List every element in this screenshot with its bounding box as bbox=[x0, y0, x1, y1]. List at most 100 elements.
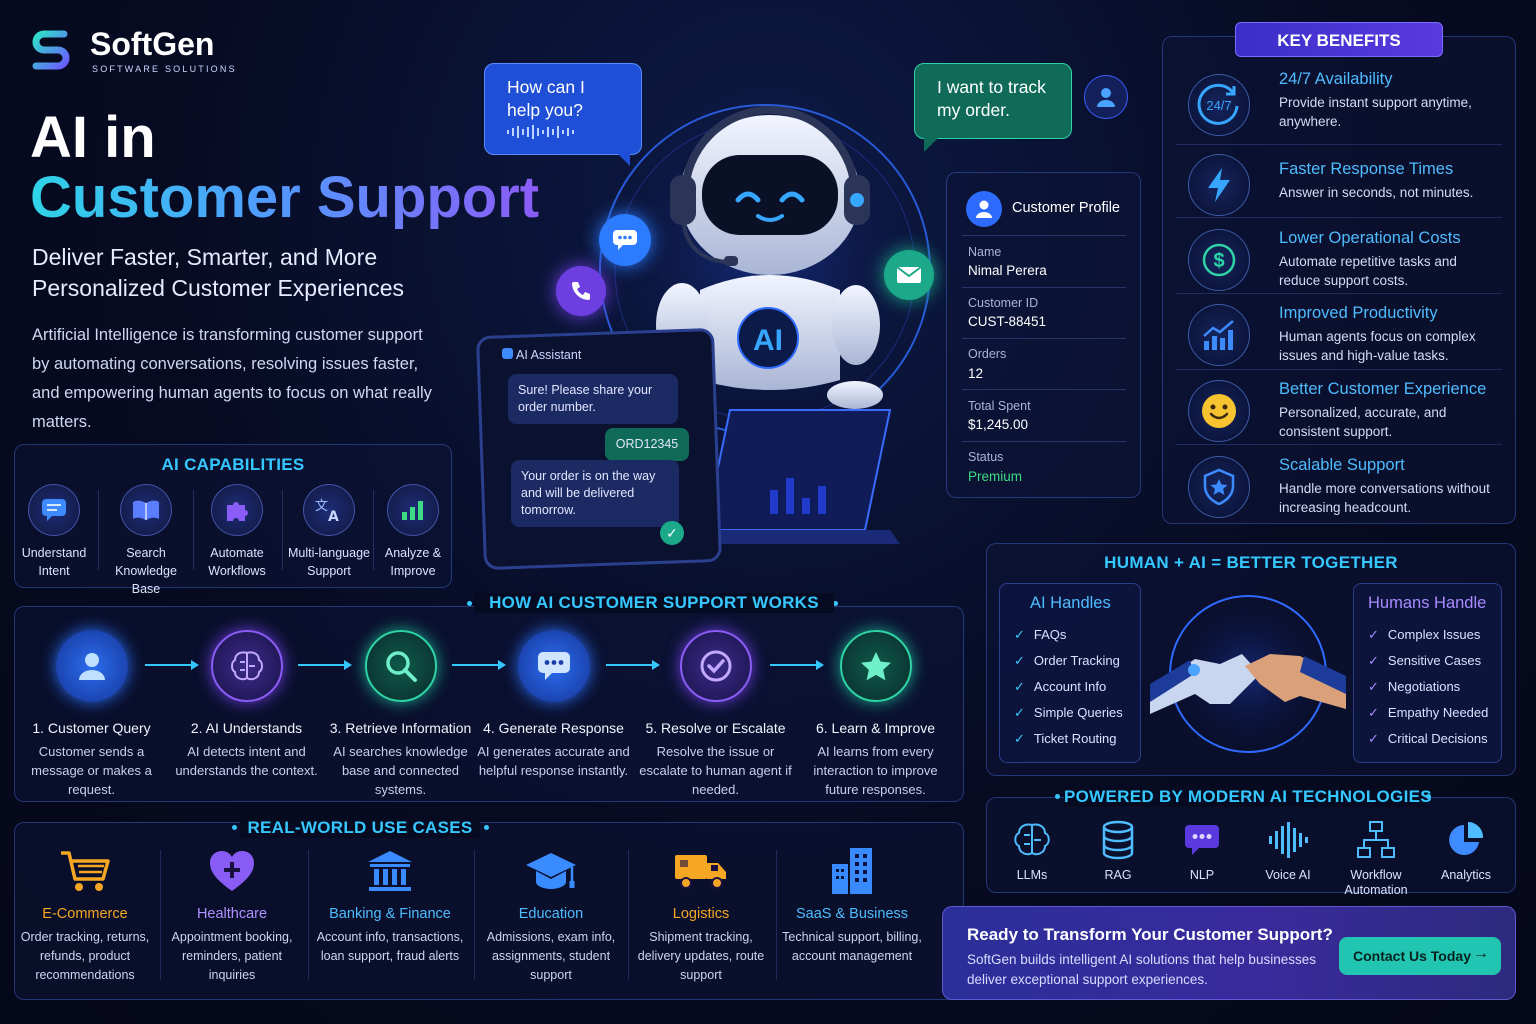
capabilities-title: AI CAPABILITIES bbox=[161, 455, 305, 474]
benefit-title: Lower Operational Costs bbox=[1279, 229, 1461, 247]
benefit-desc: Provide instant support anytime, anywher… bbox=[1279, 95, 1472, 129]
benefit-title: Improved Productivity bbox=[1279, 304, 1438, 322]
capability-label: Understand Intent bbox=[21, 546, 87, 578]
use-case-title: Healthcare bbox=[196, 906, 268, 922]
profile-field-label: Name bbox=[968, 245, 1002, 259]
use-case-desc: Appointment booking, reminders, patient … bbox=[171, 930, 293, 982]
humans-handle-title: Humans Handle bbox=[1368, 594, 1487, 612]
waveform-icon bbox=[1250, 818, 1326, 862]
softgen-logo-icon bbox=[32, 30, 70, 70]
arrow-right-icon: → bbox=[1473, 945, 1489, 962]
profile-field-value: CUST-88451 bbox=[968, 314, 1047, 329]
brain-icon bbox=[210, 630, 283, 702]
workflow-icon bbox=[1338, 818, 1414, 862]
benefit-desc: Automate repetitive tasks and reduce sup… bbox=[1279, 254, 1457, 288]
growth-chart-icon bbox=[1188, 304, 1250, 366]
contact-us-button[interactable]: Contact Us Today → bbox=[1339, 937, 1501, 975]
dollar-icon: $ bbox=[1188, 229, 1250, 291]
step-desc: AI learns from every interaction to impr… bbox=[813, 744, 938, 797]
decor-dot bbox=[833, 601, 838, 606]
greeting-bubble: How can I help you? bbox=[484, 63, 642, 155]
arrow-icon bbox=[606, 660, 660, 670]
lightning-icon bbox=[1188, 154, 1250, 216]
hero-subheadline: Deliver Faster, Smarter, and More Person… bbox=[32, 244, 405, 301]
benefit-scalable-support: Scalable Support Handle more conversatio… bbox=[1176, 448, 1502, 520]
divider bbox=[962, 389, 1126, 390]
bubble-tail bbox=[924, 136, 940, 152]
cta-banner: Ready to Transform Your Customer Support… bbox=[942, 906, 1516, 1000]
use-case-title: Banking & Finance bbox=[329, 906, 451, 922]
divider bbox=[1176, 217, 1502, 218]
benefit-title: Better Customer Experience bbox=[1279, 380, 1487, 398]
step-learn-improve: 6. Learn & Improve AI learns from every … bbox=[798, 630, 953, 799]
capability-search-knowledge-base: Search Knowledge Base bbox=[101, 484, 191, 598]
tech-workflow-automation: Workflow Automation bbox=[1338, 818, 1414, 898]
arrow-icon bbox=[298, 660, 352, 670]
step-title: 3. Retrieve Information bbox=[329, 720, 472, 736]
benefit-availability: 24/7 24/7 Availability Provide instant s… bbox=[1176, 66, 1502, 138]
robot-small-icon bbox=[502, 348, 513, 359]
ai-handles-title: AI Handles bbox=[1030, 594, 1111, 612]
divider bbox=[474, 850, 475, 980]
humans-handle-item: ✓Critical Decisions bbox=[1368, 731, 1488, 746]
divider bbox=[962, 441, 1126, 442]
hero-intro: Artificial Intelligence is transforming … bbox=[32, 326, 432, 431]
arrow-icon bbox=[770, 660, 824, 670]
step-retrieve-information: 3. Retrieve Information AI searches know… bbox=[323, 630, 478, 799]
message-icon bbox=[517, 630, 590, 702]
check-circle-icon bbox=[679, 630, 752, 702]
step-desc: Customer sends a message or makes a requ… bbox=[31, 744, 152, 797]
step-title: 1. Customer Query bbox=[32, 720, 151, 736]
benefit-title: Scalable Support bbox=[1279, 456, 1405, 474]
check-icon: ✓ bbox=[660, 521, 684, 545]
humans-handle-item: ✓Complex Issues bbox=[1368, 627, 1481, 642]
divider bbox=[628, 850, 629, 980]
chat-bubble-icon bbox=[599, 214, 651, 266]
use-case-logistics: Logistics Shipment tracking, delivery up… bbox=[626, 846, 776, 985]
decor-dot bbox=[467, 601, 472, 606]
use-case-title: Education bbox=[518, 906, 584, 922]
ai-handles-item: ✓Account Info bbox=[1014, 679, 1107, 694]
benefits-title: KEY BENEFITS bbox=[1235, 22, 1443, 57]
use-case-title: E-Commerce bbox=[42, 906, 128, 922]
svg-text:24/7: 24/7 bbox=[1206, 98, 1231, 113]
profile-field-label: Status bbox=[968, 450, 1004, 464]
benefit-improved-productivity: Improved Productivity Human agents focus… bbox=[1176, 296, 1502, 368]
use-case-desc: Shipment tracking, delivery updates, rou… bbox=[637, 930, 765, 982]
book-icon bbox=[120, 484, 172, 536]
use-case-saas: SaaS & Business Technical support, billi… bbox=[777, 846, 927, 966]
brand-tagline: SOFTWARE SOLUTIONS bbox=[92, 64, 237, 74]
handshake-icon bbox=[1150, 595, 1346, 753]
assistant-reply-1: Sure! Please share your order number. bbox=[508, 374, 678, 424]
clock-24-icon: 24/7 bbox=[1188, 74, 1250, 136]
assistant-header: AI Assistant bbox=[502, 348, 581, 362]
ai-handles-box bbox=[999, 583, 1141, 763]
step-desc: AI searches knowledge base and connected… bbox=[333, 744, 468, 797]
use-case-title: Logistics bbox=[672, 906, 730, 922]
decor-dot bbox=[484, 825, 489, 830]
use-cases-title: REAL-WORLD USE CASES bbox=[240, 818, 480, 838]
step-title: 2. AI Understands bbox=[190, 720, 303, 736]
buildings-icon bbox=[777, 846, 927, 896]
capability-label: Multi-language Support bbox=[288, 546, 370, 578]
cta-title: Ready to Transform Your Customer Support… bbox=[967, 925, 1333, 944]
use-case-desc: Account info, transactions, loan support… bbox=[316, 930, 464, 963]
decor-dot bbox=[232, 825, 237, 830]
user-avatar-icon bbox=[1084, 75, 1128, 119]
bank-icon bbox=[315, 846, 465, 896]
arrow-icon bbox=[452, 660, 506, 670]
tech-nlp: NLP bbox=[1164, 818, 1240, 883]
tech-llms: LLMs bbox=[994, 818, 1070, 883]
capability-automate-workflows: Automate Workflows bbox=[194, 484, 280, 580]
ai-handles-item: ✓Simple Queries bbox=[1014, 705, 1123, 720]
divider bbox=[1176, 293, 1502, 294]
use-case-desc: Order tracking, returns, refunds, produc… bbox=[20, 930, 150, 982]
step-title: 5. Resolve or Escalate bbox=[645, 720, 786, 736]
step-desc: AI generates accurate and helpful respon… bbox=[477, 744, 630, 778]
capability-label: Automate Workflows bbox=[208, 546, 266, 578]
divider bbox=[962, 338, 1126, 339]
benefit-desc: Handle more conversations without increa… bbox=[1279, 481, 1490, 515]
profile-field-label: Customer ID bbox=[968, 296, 1039, 310]
star-icon bbox=[839, 630, 912, 702]
profile-title: Customer Profile bbox=[1012, 200, 1120, 216]
